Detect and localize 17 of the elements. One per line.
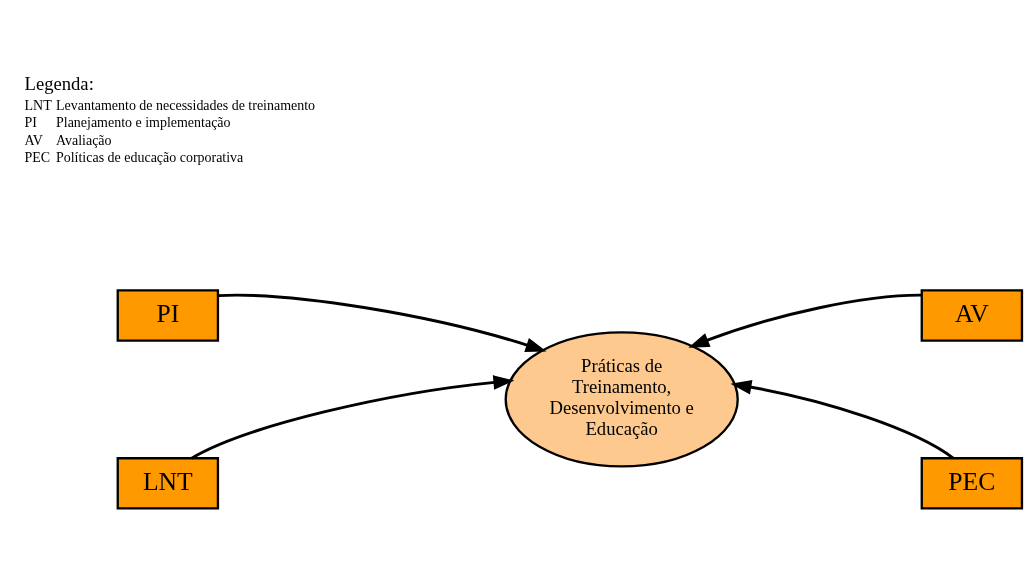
arrow bbox=[687, 293, 921, 348]
label: PEC bbox=[24, 150, 50, 166]
label: Avaliação bbox=[55, 132, 112, 148]
arrow bbox=[730, 379, 954, 460]
node-box: PEC bbox=[920, 457, 1023, 510]
arrow bbox=[190, 375, 514, 460]
label: Levantamento de necessidades de treinamento bbox=[55, 97, 315, 113]
node-box: LNT bbox=[116, 457, 219, 510]
label: LNT bbox=[24, 97, 52, 113]
label: PI bbox=[24, 115, 37, 131]
node-box: AV bbox=[920, 289, 1023, 342]
arrow bbox=[217, 293, 547, 352]
label: AV bbox=[24, 132, 43, 148]
label: Planejamento e implementação bbox=[55, 115, 231, 131]
node-box: PI bbox=[116, 289, 219, 342]
label: Legenda: bbox=[24, 73, 94, 95]
label: Políticas de educação corporativa bbox=[55, 150, 243, 166]
